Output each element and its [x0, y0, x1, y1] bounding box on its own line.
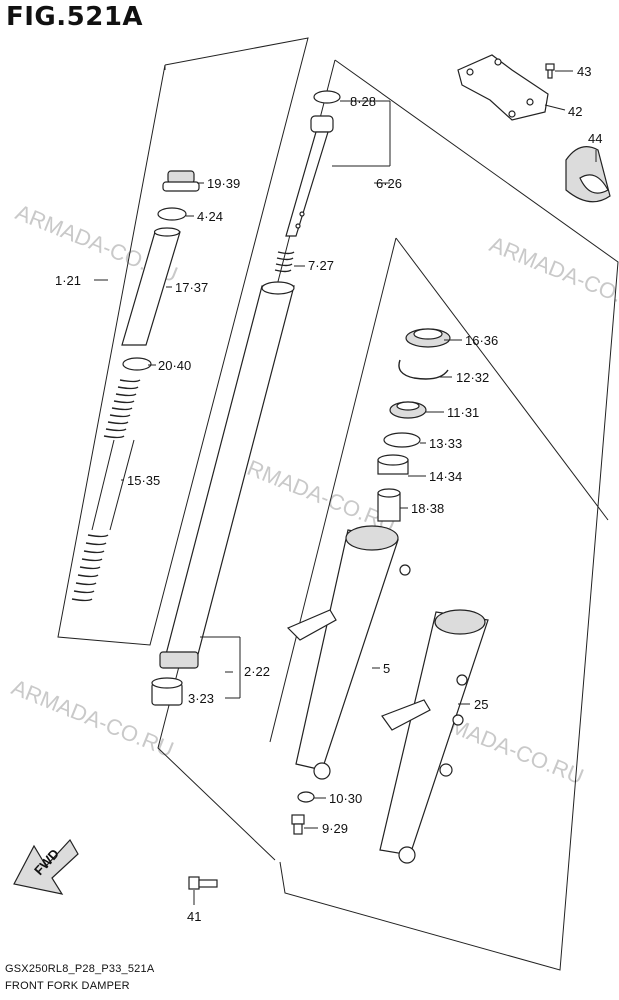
clip-part-12: [398, 359, 449, 380]
leader-lines: [94, 70, 597, 905]
washer-part-20: [122, 357, 152, 371]
callout-label: 16·36: [465, 333, 498, 348]
oil-seal-part-16: [405, 328, 451, 348]
callout-label: 6·26: [376, 176, 402, 191]
cap-bolt-part-19: [162, 170, 200, 192]
callout-label: 14·34: [429, 469, 462, 484]
callout-label: 13·33: [429, 436, 462, 451]
inner-frame-left-edge: [269, 237, 397, 743]
callout-label: 3·23: [188, 691, 214, 706]
callout-label: 4·24: [197, 209, 223, 224]
spacer-part-17: [121, 227, 181, 346]
callout-label: 9·29: [322, 821, 348, 836]
model-code: GSX250RL8_P28_P33_521A: [5, 963, 155, 975]
callout-labels: 43 42 44 8·28 19·39 6·26 4·24 7·27 1·21 …: [55, 64, 602, 924]
callout-label: 10·30: [329, 791, 362, 806]
callout-label: 19·39: [207, 176, 240, 191]
bracket-part-42: [457, 54, 549, 121]
callout-label: 41: [187, 909, 201, 924]
callout-label: 12·32: [456, 370, 489, 385]
right-assembly-frame: [279, 59, 619, 971]
bushing-part-3: [151, 677, 183, 706]
bolt-part-9: [291, 814, 305, 835]
callout-label: 42: [568, 104, 582, 119]
callout-label: 44: [588, 131, 602, 146]
left-assembly-frame: [57, 37, 309, 646]
inner-tube-part-2: [159, 281, 295, 669]
outer-tube-part-5: [286, 525, 411, 780]
callout-label: 1·21: [55, 273, 81, 288]
dust-seal-part-11: [389, 401, 427, 419]
outer-tube-part-25: [379, 609, 489, 864]
o-ring-part-4: [157, 207, 187, 221]
callout-label: 18·38: [411, 501, 444, 516]
washer-part-10: [297, 791, 315, 803]
callout-label: 5: [383, 661, 390, 676]
washer-part-13: [383, 432, 421, 448]
bushing-part-14: [377, 454, 409, 475]
fwd-direction-arrow: FWD: [13, 838, 79, 895]
spring-part-7: [274, 251, 295, 273]
section-name: FRONT FORK DAMPER: [5, 980, 130, 992]
callout-label: 2·22: [244, 664, 270, 679]
cap-part-44: [565, 146, 611, 203]
callout-label: 11·31: [447, 405, 479, 420]
callout-label: 17·37: [175, 280, 208, 295]
ring-part-8: [313, 90, 341, 104]
callout-label: 43: [577, 64, 591, 79]
spring-part-15: [71, 379, 141, 602]
callout-label: 25: [474, 697, 488, 712]
rod-part-6: [285, 115, 334, 237]
figure-title: FIG.521A: [6, 2, 144, 32]
watermark-text: ARMADA-CO.RU: [230, 449, 399, 537]
watermark-text: ARMADA-CO.RU: [486, 231, 619, 319]
bolt-part-41: [188, 876, 218, 890]
bushing-part-18: [377, 488, 401, 522]
callout-label: 20·40: [158, 358, 191, 373]
inner-assembly-frame: [395, 237, 609, 521]
bolt-part-43: [545, 63, 555, 79]
callout-label: 8·28: [350, 94, 376, 109]
callout-label: 7·27: [308, 258, 334, 273]
callout-label: 15·35: [127, 473, 160, 488]
